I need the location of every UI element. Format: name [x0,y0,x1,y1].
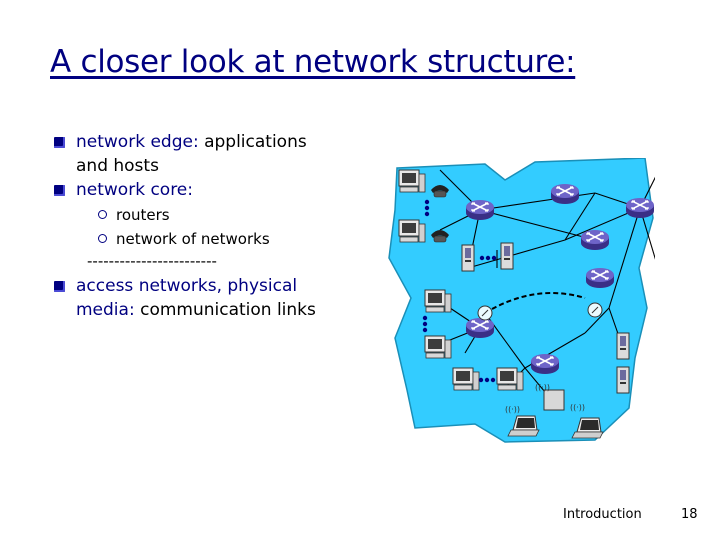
sub-bullet-text: network of networks [116,230,270,248]
circle-bullet-icon [98,234,107,243]
router-icon [585,267,615,289]
square-bullet-icon [54,185,65,196]
svg-text:((·)): ((·)) [505,405,520,414]
square-bullet-icon [54,137,65,148]
sub-bullet-network-of-networks: network of networks [54,226,374,252]
bullet-network-edge: network edge: applications and hosts [54,130,374,178]
server-icon [616,332,630,360]
ellipsis-icon [478,377,496,383]
bullet-continuation: and hosts [76,156,159,176]
router-icon [580,229,610,251]
bullet-highlight: network edge: [76,132,199,152]
circle-bullet-icon [98,210,107,219]
bullet-highlight: access networks, physical [76,276,298,296]
bullet-network-core: network core: [54,178,374,202]
bullet-text: applications [198,132,307,152]
wireless-tower-icon [587,302,603,318]
wireless-tower-icon [477,305,493,321]
router-icon [530,353,560,375]
server-icon [616,366,630,394]
server-icon [461,244,475,272]
footer-label: Introduction [563,507,642,522]
bullet-list: network edge: applications and hosts net… [54,130,374,322]
sub-bullet-text: routers [116,206,170,224]
router-icon [465,317,495,339]
square-bullet-icon [54,281,65,292]
bullet-access-networks: access networks, physical media: communi… [54,274,374,322]
router-icon [465,199,495,221]
router-icon [625,197,655,219]
separator-line: ------------------------ [87,252,217,270]
network-diagram: ((·)) ((·)) ((·)) [388,158,655,443]
svg-text:((·)): ((·)) [535,383,550,392]
slide-title: A closer look at network structure: [50,44,576,80]
ellipsis-icon [422,315,428,333]
bullet-text: communication links [134,300,316,320]
ellipsis-icon [424,199,430,217]
ellipsis-icon [479,255,497,261]
server-icon [500,242,514,270]
bullet-highlight: network core: [76,180,193,200]
base-station-icon [543,389,565,411]
bullet-highlight: media: [76,300,135,320]
page-number: 18 [681,507,698,522]
router-icon [550,183,580,205]
sub-bullet-routers: routers [54,202,374,228]
svg-text:((·)): ((·)) [570,403,585,412]
